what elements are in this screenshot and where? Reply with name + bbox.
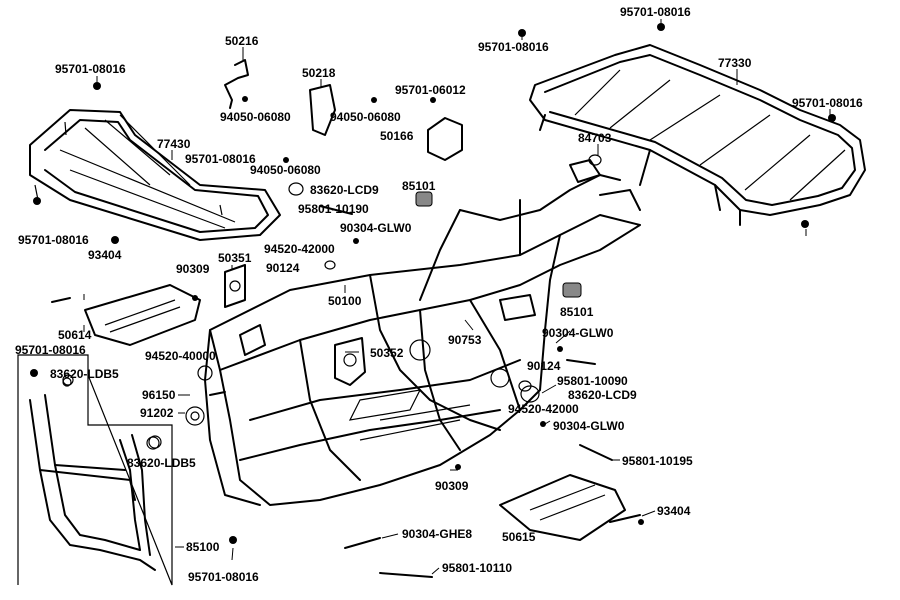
label-93404-b: 93404 <box>657 504 691 518</box>
label-50100: 50100 <box>328 294 362 308</box>
bracket-50166 <box>427 117 463 161</box>
label-95801-10110: 95801-10110 <box>442 561 512 575</box>
label-94520-42000-b: 94520-42000 <box>508 402 579 416</box>
label-90753: 90753 <box>448 333 482 347</box>
label-90304-GLW0-c: 90304-GLW0 <box>553 419 625 433</box>
label-90304-GLW0-a: 90304-GLW0 <box>340 221 412 235</box>
label-85100: 85100 <box>186 540 220 554</box>
bracket-50216 <box>224 59 249 109</box>
bracket-50352 <box>334 337 366 386</box>
label-83620-LCD9-b: 83620-LCD9 <box>568 388 637 402</box>
label-90124-a: 90124 <box>266 261 300 275</box>
rear-rack <box>529 44 866 226</box>
label-50614: 50614 <box>58 328 92 342</box>
label-50216: 50216 <box>225 34 259 48</box>
front-rack <box>29 109 281 241</box>
label-94050-06080-b: 94050-06080 <box>330 110 401 124</box>
label-90124-b: 90124 <box>527 359 561 373</box>
leader-lines <box>83 19 831 575</box>
label-95801-10090: 95801-10090 <box>557 374 628 388</box>
front-bumper-group <box>17 354 173 586</box>
left-footrest <box>84 284 201 346</box>
label-95701-08016-f: 95701-08016 <box>18 233 89 247</box>
label-77330: 77330 <box>718 56 752 70</box>
label-77430: 77430 <box>157 137 191 151</box>
right-footrest <box>499 474 626 541</box>
label-90304-GHE8: 90304-GHE8 <box>402 527 472 541</box>
label-50351: 50351 <box>218 251 252 265</box>
label-90304-GLW0-b: 90304-GLW0 <box>542 326 614 340</box>
label-83620-LCD9-a: 83620-LCD9 <box>310 183 379 197</box>
label-96150: 96150 <box>142 388 176 402</box>
label-94520-40000: 94520-40000 <box>145 349 216 363</box>
label-91202: 91202 <box>140 406 174 420</box>
label-95701-08016-a: 95701-08016 <box>55 62 126 76</box>
label-95801-10190: 95801-10190 <box>298 202 369 216</box>
label-50615: 50615 <box>502 530 536 544</box>
label-85101-b: 85101 <box>560 305 594 319</box>
bracket-50218 <box>309 84 336 136</box>
label-83620-LDB5-b: 83620-LDB5 <box>127 456 196 470</box>
part-labels: 95701-08016 50216 50218 95701-06012 9570… <box>15 5 863 584</box>
label-95701-08016-c: 95701-08016 <box>620 5 691 19</box>
label-84703: 84703 <box>578 131 612 145</box>
hardware <box>30 23 836 578</box>
label-94050-06080-a: 94050-06080 <box>220 110 291 124</box>
label-95801-10195: 95801-10195 <box>622 454 693 468</box>
label-94050-06080-c: 94050-06080 <box>250 163 321 177</box>
label-95701-08016-e: 95701-08016 <box>185 152 256 166</box>
label-83620-LDB5-a: 83620-LDB5 <box>50 367 119 381</box>
label-50218: 50218 <box>302 66 336 80</box>
label-95701-08016-h: 95701-08016 <box>188 570 259 584</box>
label-95701-08016-g: 95701-08016 <box>15 343 86 357</box>
label-85101-a: 85101 <box>402 179 436 193</box>
label-90309-a: 90309 <box>176 262 210 276</box>
label-90309-b: 90309 <box>435 479 469 493</box>
label-93404-a: 93404 <box>88 248 122 262</box>
label-50166: 50166 <box>380 129 414 143</box>
label-94520-42000-a: 94520-42000 <box>264 242 335 256</box>
bracket-50351 <box>224 264 246 308</box>
label-50352: 50352 <box>370 346 404 360</box>
main-frame <box>204 159 641 506</box>
label-95701-08016-d: 95701-08016 <box>792 96 863 110</box>
label-95701-08016-b: 95701-08016 <box>478 40 549 54</box>
label-95701-06012: 95701-06012 <box>395 83 466 97</box>
